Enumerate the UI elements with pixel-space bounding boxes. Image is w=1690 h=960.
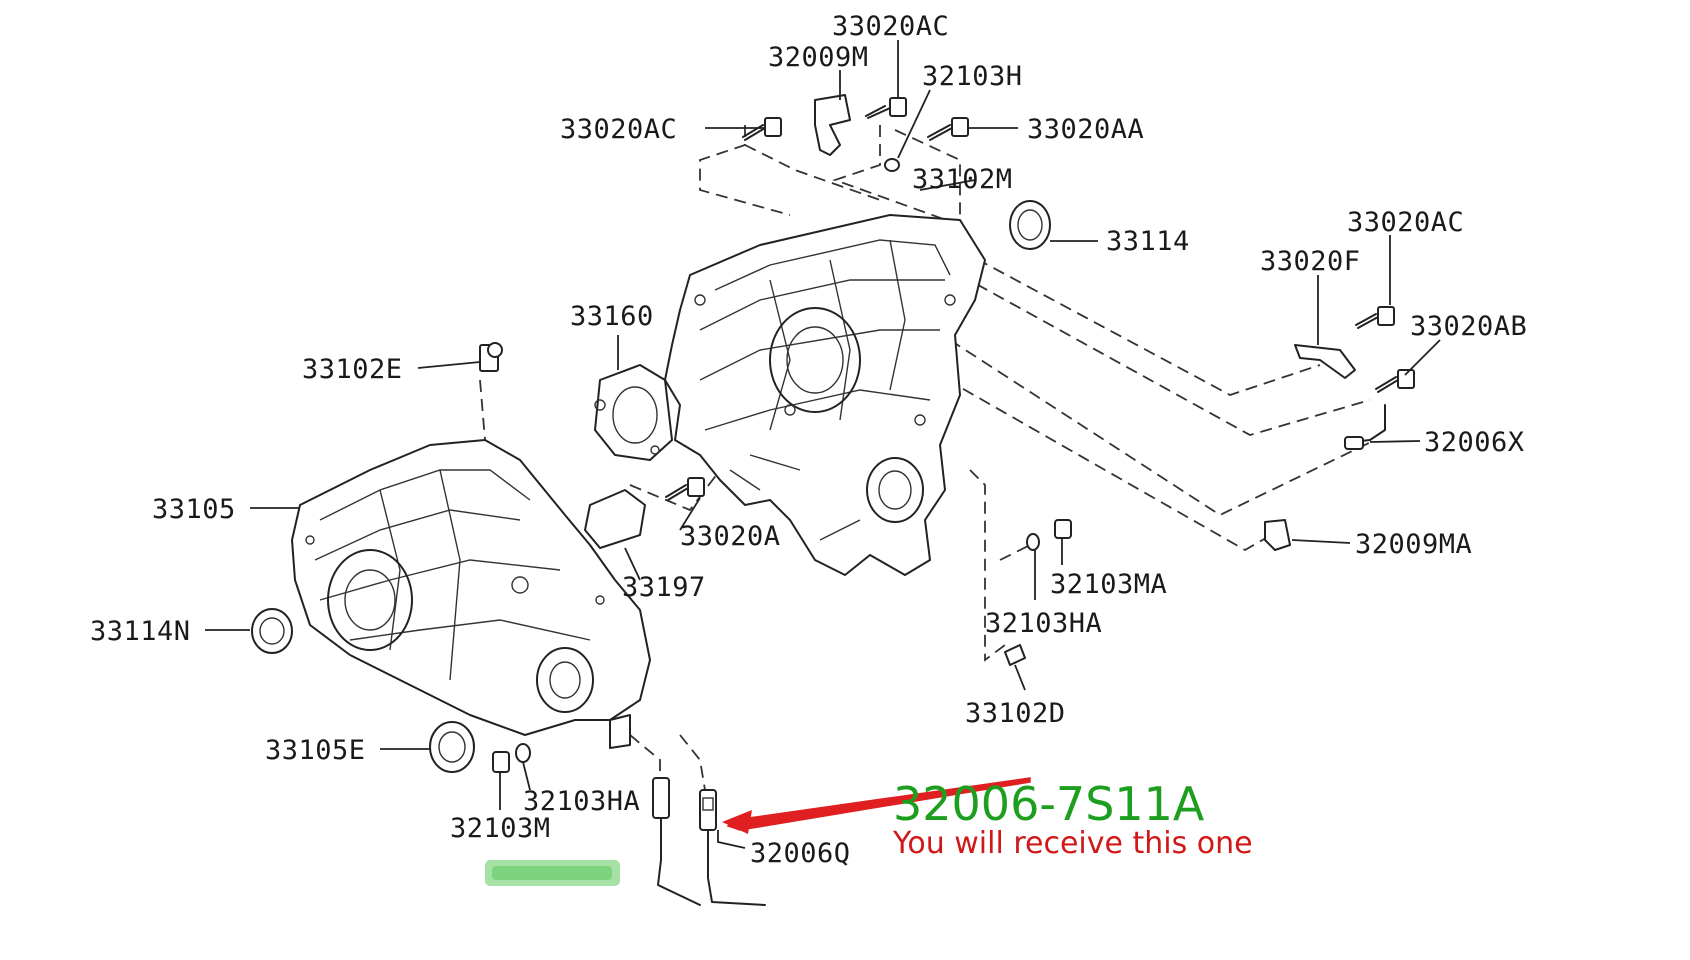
label-33102E: 33102E bbox=[302, 354, 403, 385]
label-33197: 33197 bbox=[622, 572, 706, 603]
label-33020A: 33020A bbox=[680, 521, 781, 552]
plug-32103MA bbox=[1054, 519, 1072, 539]
bolt-33020AC-right bbox=[1355, 306, 1395, 329]
part-labels: 33020AC 32009M 32103H 33020AC 33020AA 33… bbox=[90, 11, 1527, 869]
oring-32103H bbox=[884, 158, 900, 172]
oring-32103HA-bottom bbox=[515, 743, 531, 763]
bolt-33020AC-top bbox=[865, 97, 907, 119]
label-33020AB: 33020AB bbox=[1410, 311, 1527, 342]
oring-32103HA-right bbox=[1026, 533, 1040, 551]
rear-case-housing bbox=[664, 214, 986, 576]
bracket-33020F bbox=[1294, 344, 1356, 379]
label-33102D: 33102D bbox=[965, 698, 1066, 729]
label-32009MA: 32009MA bbox=[1355, 529, 1472, 560]
label-33114: 33114 bbox=[1106, 226, 1190, 257]
label-33102M: 33102M bbox=[912, 164, 1013, 195]
bolt-33020AB bbox=[1375, 369, 1415, 393]
gasket-33160 bbox=[594, 364, 673, 461]
label-32103M: 32103M bbox=[450, 813, 551, 844]
label-33020F: 33020F bbox=[1260, 246, 1361, 277]
label-33105: 33105 bbox=[152, 494, 236, 525]
label-33020AC-top: 33020AC bbox=[832, 11, 949, 42]
label-32006X: 32006X bbox=[1424, 427, 1525, 458]
label-32006Q: 32006Q bbox=[750, 838, 851, 869]
bracket-32009M bbox=[814, 94, 851, 156]
label-32103MA: 32103MA bbox=[1050, 569, 1167, 600]
label-32103HA-bottom: 32103HA bbox=[523, 786, 640, 817]
plug-32103M bbox=[492, 751, 510, 773]
sensor-33102E bbox=[479, 342, 503, 372]
sensor-left bbox=[652, 777, 701, 906]
label-32103HA-right: 32103HA bbox=[985, 608, 1102, 639]
small-parts bbox=[251, 94, 1415, 906]
front-case-housing bbox=[291, 439, 651, 749]
seal-33114N bbox=[251, 608, 293, 654]
label-33020AA: 33020AA bbox=[1027, 114, 1144, 145]
label-33020AC-left: 33020AC bbox=[560, 114, 677, 145]
label-33105E: 33105E bbox=[265, 735, 366, 766]
sensor-32006X bbox=[1344, 404, 1386, 450]
label-32009M: 32009M bbox=[768, 42, 869, 73]
label-33160: 33160 bbox=[570, 301, 654, 332]
label-33114N: 33114N bbox=[90, 616, 191, 647]
pin-33102D bbox=[1004, 644, 1026, 666]
sensor-32006Q bbox=[699, 789, 766, 906]
bolt-33020A bbox=[665, 477, 705, 501]
bolt-33020AC-left bbox=[742, 117, 782, 141]
seal-33105E bbox=[429, 721, 475, 773]
receive-note: You will receive this one bbox=[892, 826, 1253, 861]
bracket-32009MA bbox=[1264, 519, 1291, 551]
plate-33197 bbox=[584, 489, 646, 549]
highlighted-part-number: 32006-7S11A bbox=[893, 777, 1205, 831]
leader-lines bbox=[205, 40, 1441, 849]
label-33020AC-right: 33020AC bbox=[1347, 207, 1464, 238]
highlight-arrow bbox=[722, 777, 1031, 834]
label-32103H: 32103H bbox=[922, 61, 1023, 92]
blurred-watermark bbox=[485, 860, 620, 886]
bolt-33020AA bbox=[927, 117, 969, 141]
seal-33114 bbox=[1009, 200, 1051, 250]
